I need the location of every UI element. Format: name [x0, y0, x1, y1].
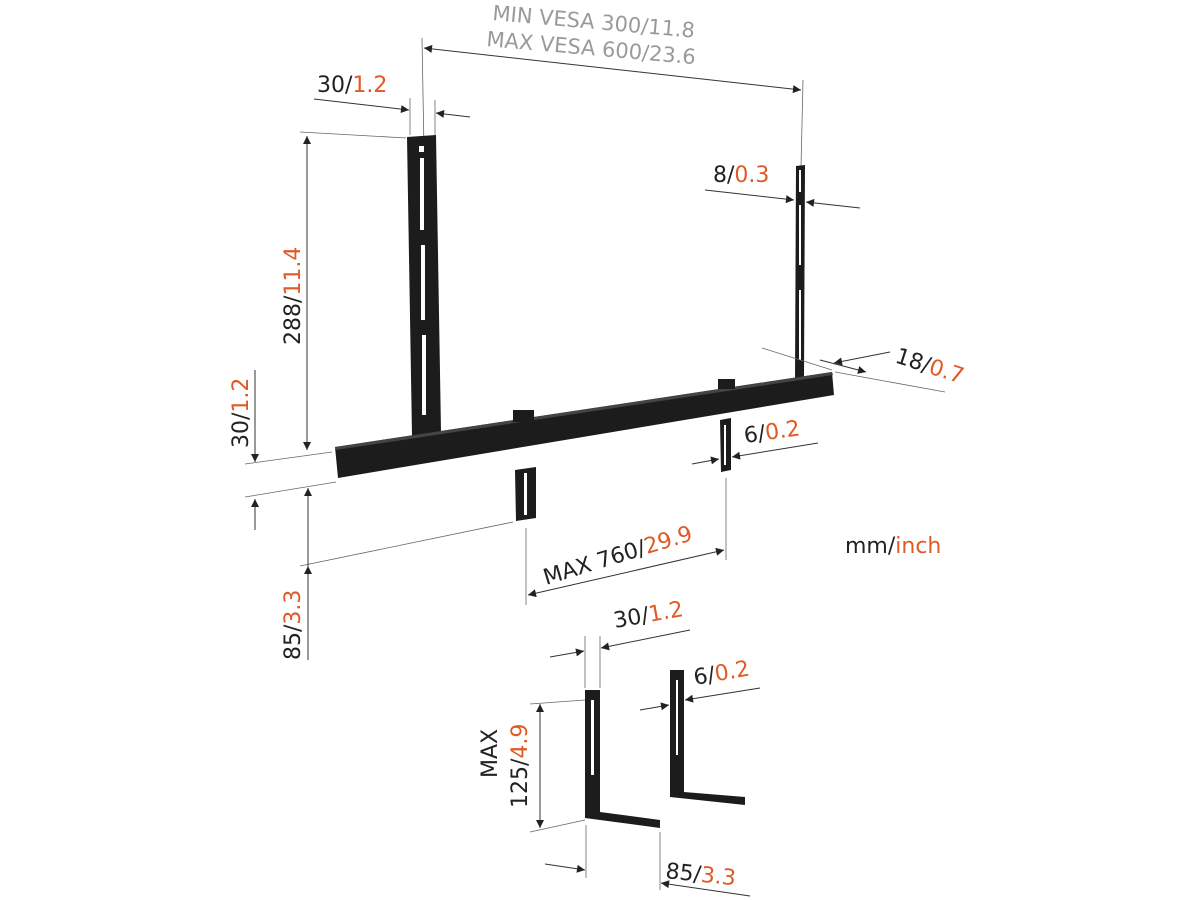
ext-line [834, 371, 946, 393]
vesa-dimension-line [423, 44, 802, 94]
dim-line [600, 629, 691, 651]
bar-depth-label: 18/0.7 [892, 344, 967, 390]
dim-line [833, 351, 891, 366]
svg-text:30/1.2: 30/1.2 [317, 73, 387, 98]
dim-line [704, 189, 795, 204]
l-bracket-height-label: MAX 125/4.9 [478, 724, 533, 808]
svg-text:288/11.4: 288/11.4 [281, 247, 306, 345]
bracket-height-label: 288/11.4 [281, 247, 306, 345]
lower-bracket-thickness-label: 6/0.2 [742, 416, 801, 449]
svg-text:30/1.2: 30/1.2 [229, 378, 254, 448]
dim-line [313, 98, 410, 114]
dim-line [639, 702, 670, 711]
dim-line [684, 687, 761, 703]
dim-line [805, 198, 861, 209]
left-vertical-bracket [407, 135, 441, 436]
vesa-extension-right [800, 79, 804, 169]
right-bracket-width-label: 8/0.3 [713, 163, 769, 188]
svg-text:18/0.7: 18/0.7 [892, 344, 967, 390]
svg-text:85/3.3: 85/3.3 [281, 590, 306, 660]
ext-line [299, 521, 514, 567]
lower-bracket-left [513, 410, 536, 521]
dim-line [544, 863, 586, 873]
svg-text:6/0.2: 6/0.2 [742, 416, 801, 449]
l-bracket-small [670, 670, 745, 805]
dim-line [660, 880, 751, 897]
dim-line [549, 648, 585, 658]
right-vertical-bracket [795, 165, 805, 380]
lower-offset-label: 85/3.3 [281, 590, 306, 660]
svg-text:8/0.3: 8/0.3 [713, 163, 769, 188]
dim-line [435, 109, 471, 118]
dim-line [819, 359, 867, 374]
top-bracket-width-label: 30/1.2 [317, 73, 387, 98]
lower-bracket-right [718, 379, 735, 472]
l-bracket-large [585, 690, 660, 828]
bar-height-label: 30/1.2 [229, 378, 254, 448]
svg-text:MAX: MAX [478, 729, 503, 778]
ext-line [244, 451, 333, 465]
ext-line [529, 699, 586, 705]
svg-text:mm/inch: mm/inch [845, 534, 941, 559]
dim-line [731, 442, 819, 460]
svg-text:30/1.2: 30/1.2 [612, 597, 686, 634]
l-bracket-depth-label: 85/3.3 [664, 859, 737, 891]
l-bracket-thickness-label: 6/0.2 [692, 656, 752, 690]
vesa-extension-left [421, 37, 425, 151]
ext-line [244, 481, 337, 498]
l-bracket-width-label: 30/1.2 [612, 597, 686, 634]
max-spacing-label: MAX 760/29.9 [540, 522, 695, 591]
svg-text:125/4.9: 125/4.9 [508, 724, 533, 808]
ext-line [761, 347, 833, 371]
ext-line [529, 819, 586, 833]
soundbar-bar [335, 372, 834, 478]
ext-line [299, 131, 407, 139]
dim-line [691, 456, 720, 465]
dim-line [527, 547, 725, 598]
svg-text:6/0.2: 6/0.2 [692, 656, 752, 690]
units-legend: mm/inch [845, 534, 941, 559]
svg-text:85/3.3: 85/3.3 [664, 859, 737, 891]
svg-text:MAX 760/29.9: MAX 760/29.9 [540, 522, 695, 591]
